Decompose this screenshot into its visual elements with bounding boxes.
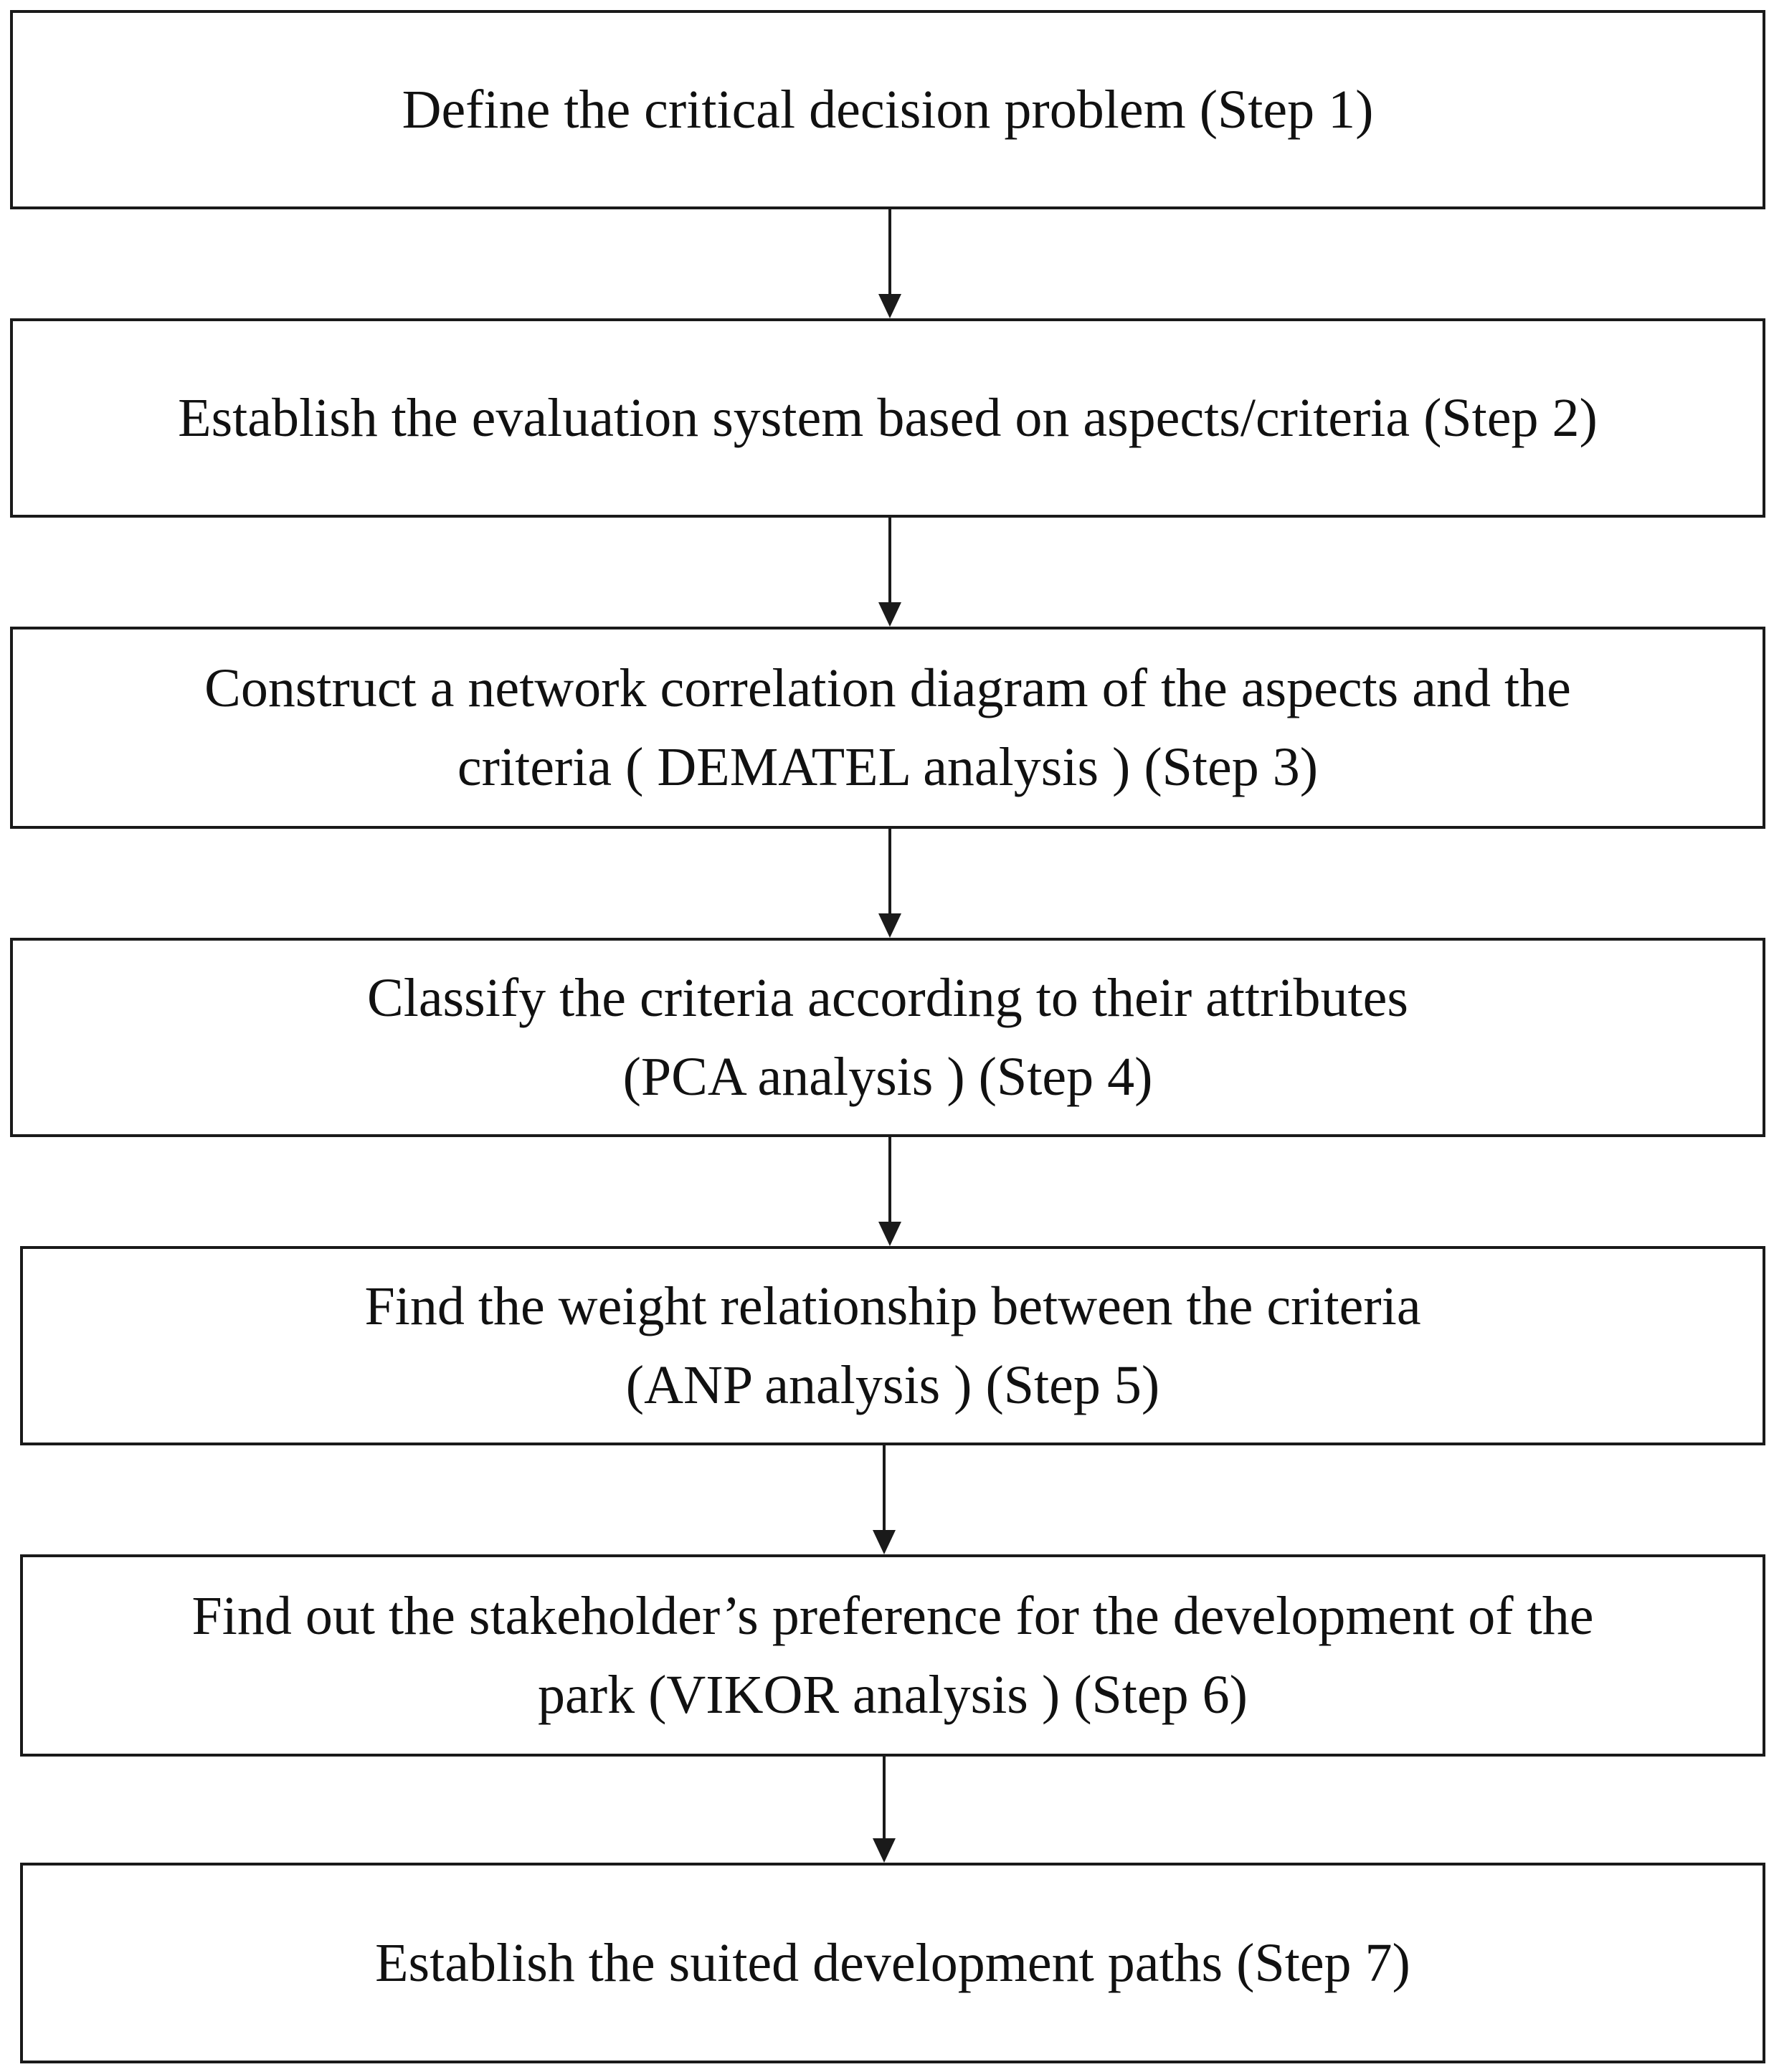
step-4-box: Classify the criteria according to their… bbox=[10, 938, 1765, 1137]
step-3-box: Construct a network correlation diagram … bbox=[10, 627, 1765, 829]
step-6-box: Find out the stakeholder’s preference fo… bbox=[20, 1554, 1765, 1757]
arrow-step-3-to-4 bbox=[868, 829, 911, 938]
step-7-text: Establish the suited development paths (… bbox=[354, 1924, 1432, 2002]
step-4-text: Classify the criteria according to their… bbox=[346, 959, 1430, 1116]
step-3-line-1: Construct a network correlation diagram … bbox=[204, 658, 1571, 718]
step-6-line-1: Find out the stakeholder’s preference fo… bbox=[191, 1586, 1594, 1646]
step-1-box: Define the critical decision problem (St… bbox=[10, 10, 1765, 209]
arrow-step-1-to-2 bbox=[868, 209, 911, 318]
step-1-line-1: Define the critical decision problem (St… bbox=[402, 80, 1374, 140]
step-5-line-1: Find the weight relationship between the… bbox=[364, 1276, 1421, 1336]
step-5-box: Find the weight relationship between the… bbox=[20, 1246, 1765, 1445]
step-7-line-1: Establish the suited development paths (… bbox=[375, 1933, 1410, 1993]
step-5-line-2: (ANP analysis ) (Step 5) bbox=[625, 1355, 1160, 1415]
arrow-step-4-to-5 bbox=[868, 1137, 911, 1246]
step-4-line-1: Classify the criteria according to their… bbox=[367, 968, 1408, 1028]
step-2-box: Establish the evaluation system based on… bbox=[10, 318, 1765, 518]
step-2-text: Establish the evaluation system based on… bbox=[156, 379, 1619, 457]
step-4-line-2: (PCA analysis ) (Step 4) bbox=[622, 1047, 1153, 1107]
step-3-text: Construct a network correlation diagram … bbox=[183, 649, 1593, 807]
step-6-line-2: park (VIKOR analysis ) (Step 6) bbox=[538, 1665, 1248, 1725]
step-3-line-2: criteria ( DEMATEL analysis ) (Step 3) bbox=[457, 737, 1319, 797]
step-6-text: Find out the stakeholder’s preference fo… bbox=[171, 1577, 1616, 1734]
arrow-step-6-to-7 bbox=[863, 1757, 906, 1863]
arrow-step-2-to-3 bbox=[868, 518, 911, 627]
step-2-line-1: Establish the evaluation system based on… bbox=[178, 388, 1598, 448]
step-1-text: Define the critical decision problem (St… bbox=[381, 70, 1395, 149]
step-7-box: Establish the suited development paths (… bbox=[20, 1863, 1765, 2063]
arrow-step-5-to-6 bbox=[863, 1445, 906, 1554]
step-5-text: Find the weight relationship between the… bbox=[343, 1267, 1442, 1425]
